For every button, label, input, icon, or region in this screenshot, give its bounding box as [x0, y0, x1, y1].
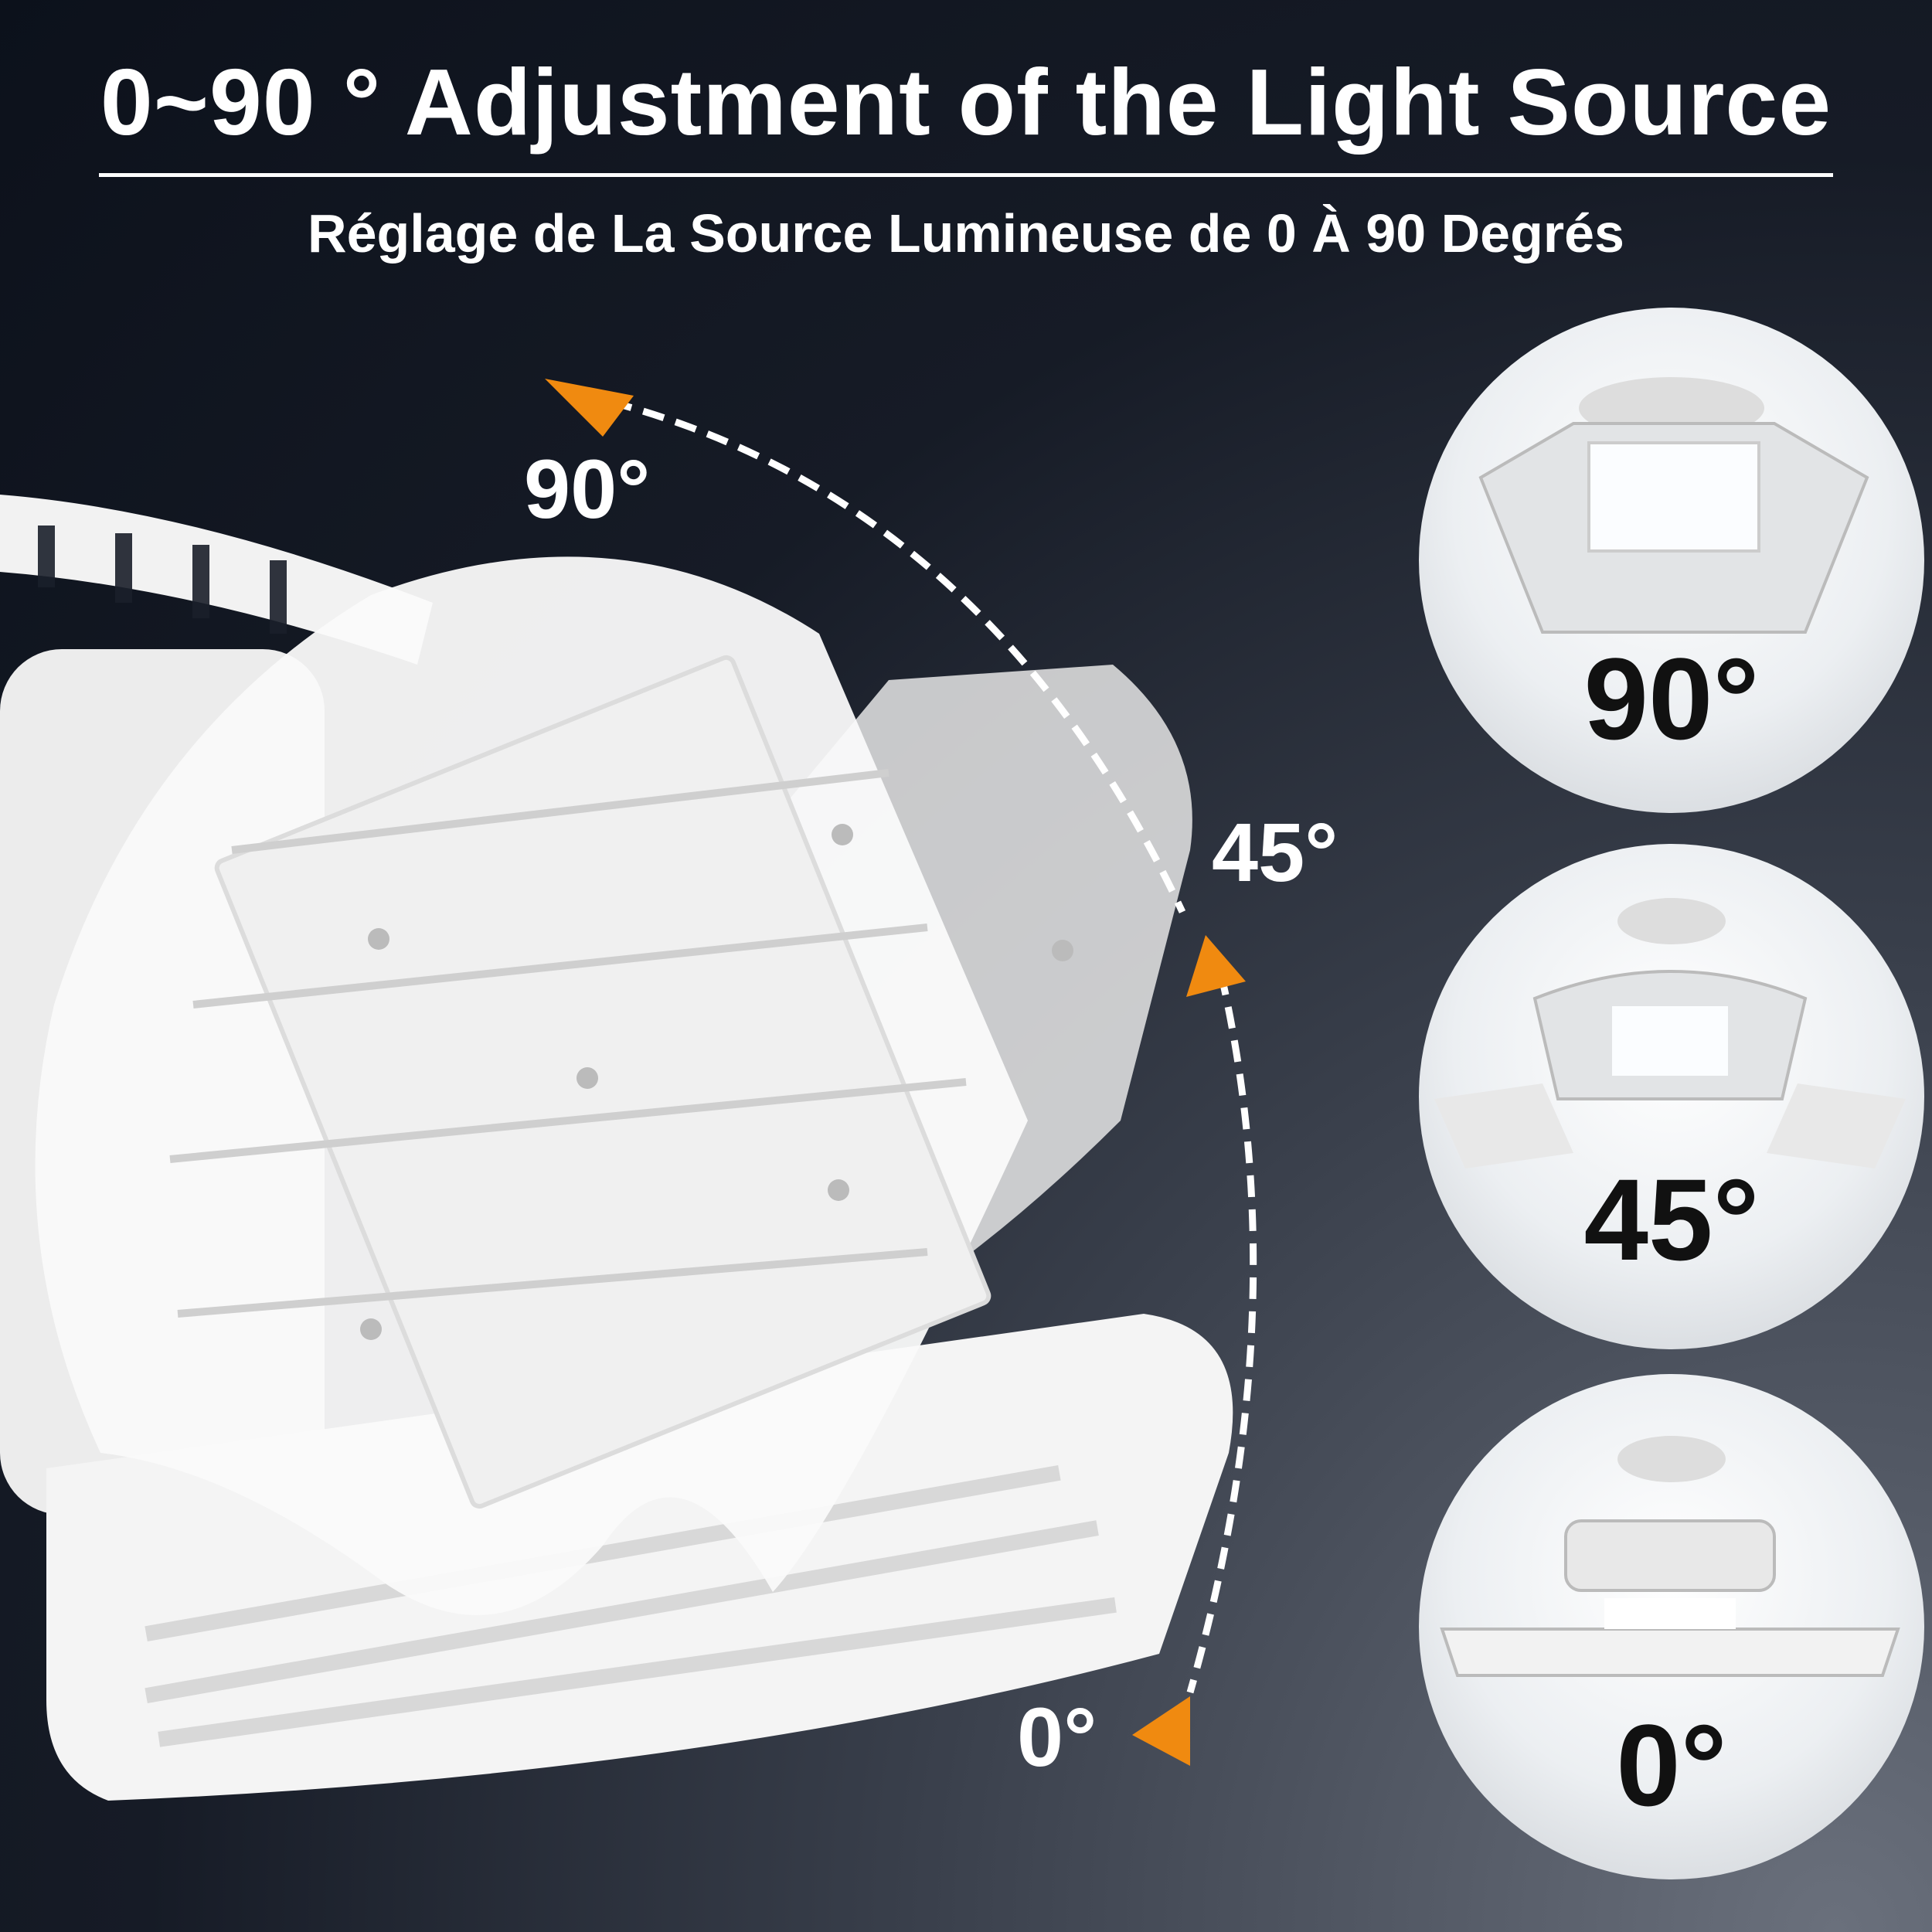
page-subtitle: Réglage de La Source Lumineuse de 0 À 90…: [308, 203, 1624, 264]
circle-0-photo: 0°: [1419, 1374, 1924, 1879]
angle-label-45: 45°: [1212, 805, 1338, 899]
circle-90-label: 90°: [1583, 634, 1760, 764]
page-title: 0~90 ° Adjustment of the Light Source: [100, 49, 1832, 155]
lamp-90-icon: [1478, 377, 1869, 634]
circle-45-label: 45°: [1583, 1155, 1760, 1284]
arc-90-45: [609, 398, 1186, 913]
arrow-head-0-icon: [1132, 1696, 1190, 1766]
angle-label-0: 0°: [1017, 1690, 1097, 1784]
arrow-head-90-icon: [545, 379, 634, 437]
angle-label-90: 90°: [524, 442, 651, 536]
circle-0-label: 0°: [1616, 1700, 1727, 1830]
arc-45-0: [1186, 973, 1257, 1694]
lamp-45-icon: [1434, 898, 1906, 1168]
circle-90-photo: 90°: [1419, 308, 1924, 813]
arrow-head-45-icon: [1186, 935, 1246, 997]
title-divider: [99, 173, 1833, 177]
lamp-0-icon: [1440, 1436, 1900, 1677]
circle-45-photo: 45°: [1419, 844, 1924, 1349]
